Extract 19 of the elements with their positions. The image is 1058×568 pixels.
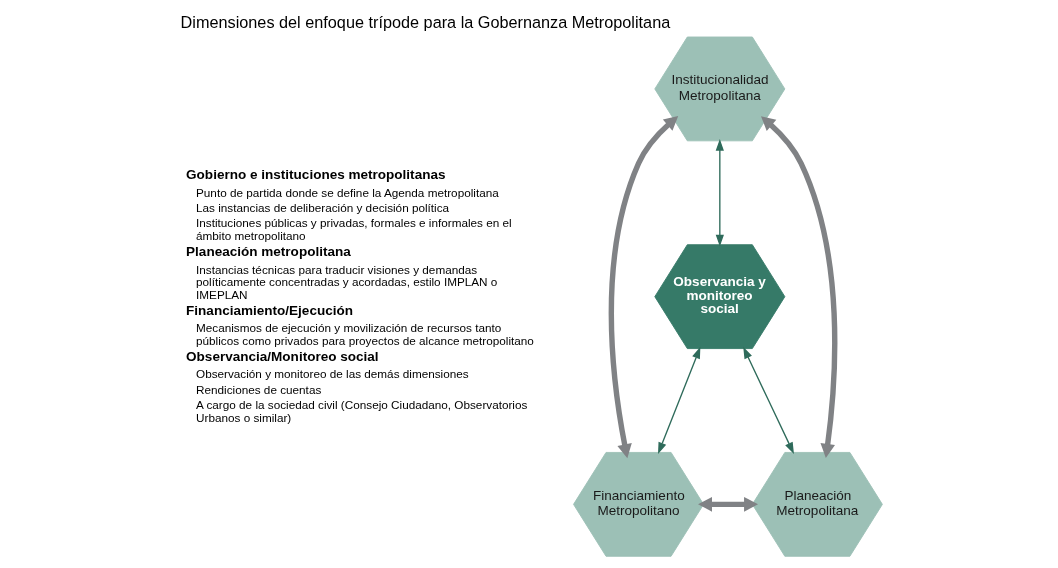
label: Financiamiento/Ejecución <box>185 302 353 318</box>
diagram-title: Dimensiones del enfoque trípode para la Gobernanza Metropolitana <box>180 13 670 32</box>
label: Observación y monitoreo de las demás dimensiones <box>195 367 469 381</box>
arrow <box>742 346 794 455</box>
label: Observancia/Monitoreo social <box>185 348 379 364</box>
label: Instancias técnicas para traducir visiones y demandas políticamente concentradas y acordadas, estilo IMPLAN o IMEPLAN <box>195 262 497 301</box>
label: Las instancias de deliberación y decisión política <box>195 201 449 215</box>
label: Planeación metropolitana <box>185 244 351 259</box>
label: Gobierno e instituciones metropolitanas <box>185 167 445 183</box>
label: Mecanismos de ejecución y movilización de recursos tanto públicos como privados para proyectos de alcance metropolitano <box>195 321 534 347</box>
arrow <box>697 497 758 512</box>
label: Rendiciones de cuentas <box>195 382 321 396</box>
label: Punto de partida donde se define la Agenda metropolitana <box>195 185 499 199</box>
arrow <box>608 116 678 459</box>
arrow <box>657 346 700 455</box>
label: A cargo de la sociedad civil (Consejo Ciudadano, Observatorios Urbanos o similar) <box>195 397 527 424</box>
label: Instituciones públicas y privadas, formales e informales en el ámbito metropolitano <box>195 216 512 243</box>
arrow <box>715 138 724 247</box>
arrow <box>760 116 837 458</box>
